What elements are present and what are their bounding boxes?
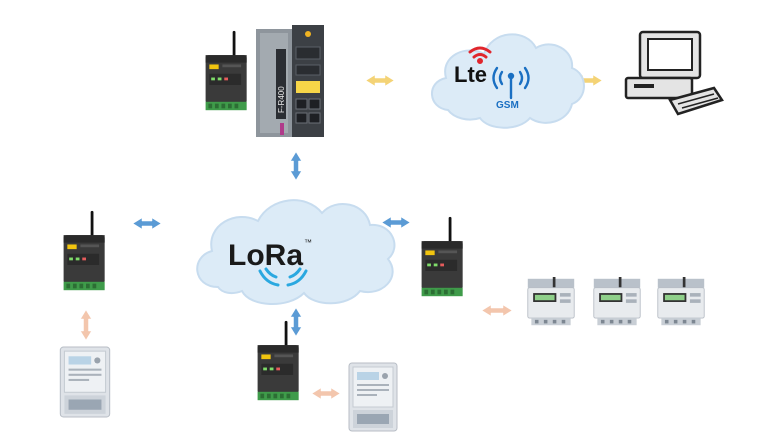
electricity-meter-left [59, 346, 111, 418]
din-rail-meter-3 [657, 276, 705, 326]
trademark-mark: ™ [304, 238, 312, 247]
din-rail-meter-1 [527, 276, 575, 326]
router-to-lora-arrow [290, 151, 302, 181]
gateway-modem [205, 30, 247, 111]
lora-to-bottom-modem-arrow [290, 307, 302, 337]
antenna-icon [492, 66, 530, 100]
industrial-router: F-R400 [256, 25, 324, 137]
desktop-computer-icon [624, 30, 724, 116]
lora-modem-right [421, 216, 463, 297]
lora-logo-text: LoRa [228, 239, 303, 272]
lora-modem-bottom [257, 320, 299, 401]
wifi-icon [468, 46, 492, 64]
router-model-label: F-R400 [277, 86, 286, 113]
right-modem-to-meters-arrow [481, 304, 513, 317]
bottom-modem-to-meter-arrow [311, 387, 341, 400]
din-rail-meter-2 [593, 276, 641, 326]
gsm-logo-text: GSM [496, 100, 519, 111]
lora-to-left-modem-arrow [132, 217, 162, 230]
cellular-cloud: Lte GSM [431, 33, 585, 129]
lora-modem-left [63, 210, 105, 291]
lora-cloud: LoRa ™ [196, 199, 396, 306]
router-to-cellular-arrow [365, 74, 395, 87]
lte-logo-text: Lte [454, 62, 487, 87]
lora-to-right-modem-arrow [381, 216, 411, 229]
left-modem-to-meter-arrow [80, 309, 92, 341]
electricity-meter-bottom [348, 362, 398, 432]
lora-wave-icon [258, 267, 308, 287]
